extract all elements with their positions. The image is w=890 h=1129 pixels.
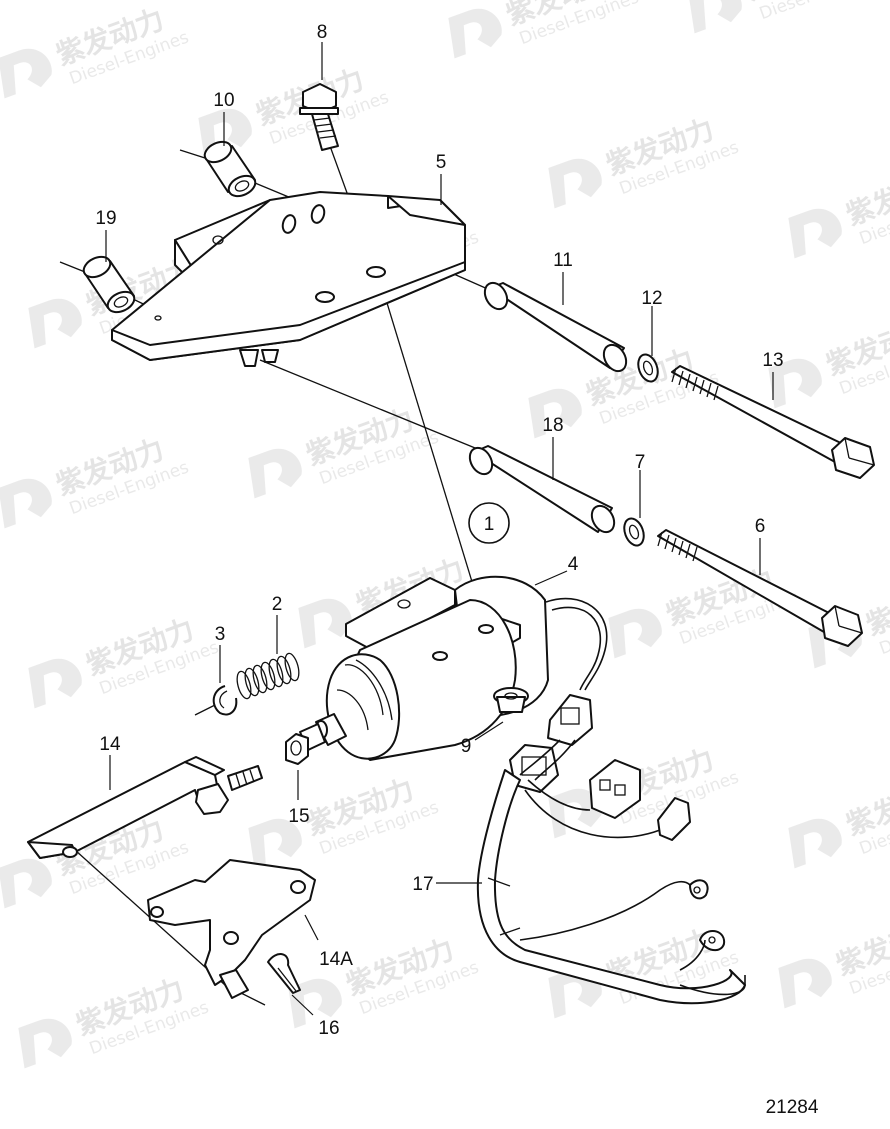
label-part-1: 1 <box>484 514 495 535</box>
spacer-tube-part-18 <box>468 445 616 534</box>
watermark-sub-text: Diesel-Engines <box>757 0 882 24</box>
label-part-17: 17 <box>412 874 433 895</box>
label-part-19: 19 <box>95 208 116 229</box>
wiring-harness-part-17 <box>476 597 746 1005</box>
bushing-part-19 <box>82 255 136 314</box>
bolt-part-13 <box>671 365 875 479</box>
bushing-part-10 <box>203 140 257 198</box>
bracket-part-5 <box>111 191 466 367</box>
label-part-4: 4 <box>568 554 579 575</box>
label-part-5: 5 <box>436 152 447 173</box>
bracket-part-14a <box>147 859 316 999</box>
spacer-tube-part-11 <box>483 281 628 373</box>
washer-part-7 <box>623 517 645 547</box>
flange-nut-part-9 <box>493 687 529 713</box>
label-part-10: 10 <box>213 90 234 111</box>
label-part-15: 15 <box>288 806 309 827</box>
stop-solenoid-part-4 <box>299 575 549 761</box>
reference-circle-1 <box>468 502 510 544</box>
label-part-6: 6 <box>755 516 766 537</box>
label-part-16: 16 <box>318 1018 339 1039</box>
flange-bolt-part-8 <box>299 83 339 151</box>
label-part-14: 14 <box>99 734 121 755</box>
watermark-brand-text: 紫发动力 <box>862 572 890 641</box>
label-part-9: 9 <box>461 736 472 757</box>
callout-leaders <box>105 42 774 1016</box>
label-part-11: 11 <box>553 250 573 271</box>
label-part-12: 12 <box>641 288 662 309</box>
part-labels: 8 10 5 19 11 12 13 18 7 1 6 4 2 3 14 9 1… <box>95 22 818 1118</box>
label-part-7: 7 <box>635 452 646 473</box>
label-part-2: 2 <box>272 594 283 615</box>
split-pin-part-16 <box>267 953 301 994</box>
washer-part-12 <box>637 353 659 383</box>
label-part-14a: 14A <box>319 949 353 970</box>
label-part-8: 8 <box>317 22 328 43</box>
label-part-18: 18 <box>542 415 563 436</box>
circlip-part-3 <box>212 685 238 716</box>
nut-part-15 <box>285 733 309 765</box>
bolt-part-6 <box>657 529 863 647</box>
lever-part-14 <box>27 756 263 859</box>
label-part-3: 3 <box>215 624 226 645</box>
spring-part-2 <box>236 652 300 700</box>
drawing-number: 21284 <box>766 1097 819 1118</box>
label-part-13: 13 <box>762 350 783 371</box>
